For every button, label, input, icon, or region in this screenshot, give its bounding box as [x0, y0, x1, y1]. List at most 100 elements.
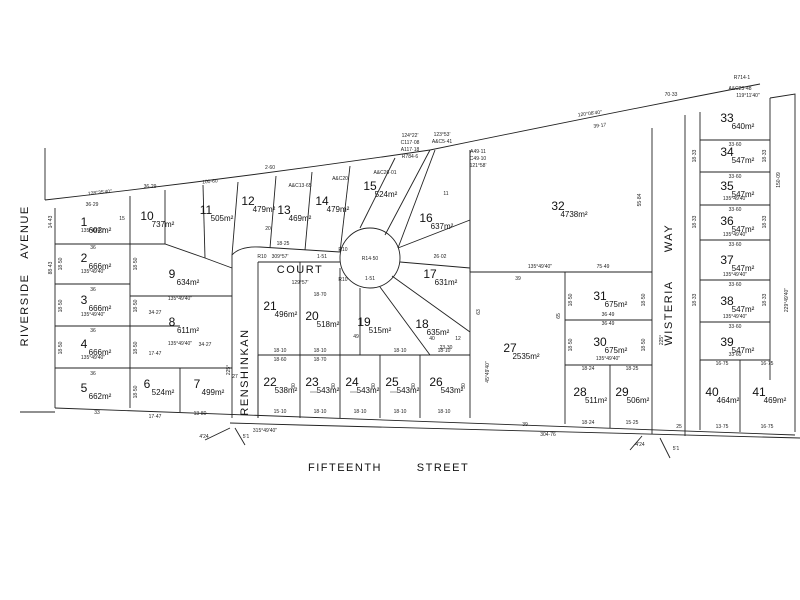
dim-text: 33·60	[729, 282, 742, 288]
dim-text: 135°49'40"	[723, 232, 747, 238]
lot-number: 20	[305, 309, 319, 323]
dim-text: 135°49'40"	[723, 196, 747, 202]
lot-number: 7	[194, 377, 201, 391]
dim-text: 18·50	[133, 385, 139, 398]
dim-text: 225°	[659, 335, 665, 345]
lot-number: 17	[423, 267, 437, 281]
lot-area: 675m²	[605, 346, 628, 355]
lot-area: 518m²	[317, 320, 340, 329]
lot-area: 479m²	[327, 205, 350, 214]
lot-area: 469m²	[764, 396, 787, 405]
dim-text: 65	[556, 313, 562, 319]
dim-text: 315°49'40"	[253, 428, 277, 434]
dim-text: 18·25	[277, 241, 290, 247]
lot-area: 635m²	[427, 328, 450, 337]
dim-text: A&C5·41	[432, 139, 453, 145]
dim-text: 18·33	[692, 215, 698, 228]
dim-text: 15·25	[626, 420, 639, 426]
dim-text: 18·50	[58, 341, 64, 354]
dim-text: 1·51	[365, 276, 375, 282]
dim-text: 18·50	[641, 338, 647, 351]
road-street-label: STREET	[417, 462, 469, 474]
lot-area: 637m²	[431, 222, 454, 231]
lot-number: 36	[720, 214, 734, 228]
dim-text: 18·10	[394, 409, 407, 415]
lot-area: 634m²	[177, 278, 200, 287]
dim-text: 135°49'40"	[81, 269, 105, 275]
dim-text: 18·50	[133, 257, 139, 270]
lot-area: 543m²	[357, 386, 380, 395]
lot-area: 469m²	[289, 214, 312, 223]
dim-text: 30	[291, 383, 297, 389]
dim-text: A&C20	[332, 176, 348, 182]
lot-number: 41	[752, 385, 766, 399]
dim-text: 30	[331, 383, 337, 389]
dim-text: 33·60	[729, 242, 742, 248]
dim-text: 119°11'40"	[736, 93, 760, 99]
dim-text: 63	[476, 309, 482, 315]
dim-text: 18·33	[692, 293, 698, 306]
lot-number: 6	[144, 377, 151, 391]
dim-text: 16·75	[716, 361, 729, 367]
dim-text: R10	[338, 247, 347, 253]
dim-text: 88·43	[48, 261, 54, 274]
dim-text: 34·27	[149, 310, 162, 316]
dim-text: 18·33	[692, 149, 698, 162]
dim-text: 135°49'40"	[81, 312, 105, 318]
lot-area: 640m²	[732, 122, 755, 131]
dim-text: 16·75	[761, 424, 774, 430]
lot-number: 35	[720, 179, 734, 193]
dim-text: A&C13·65	[288, 183, 311, 189]
lot-area: 543m²	[317, 386, 340, 395]
lot-area: 499m²	[202, 388, 225, 397]
road-court-label: COURT	[277, 264, 323, 276]
dim-text: 304·76	[540, 432, 556, 438]
dim-text: A&C23·48	[728, 86, 751, 92]
lot-labels: 1602m²2666m²3666m²4666m²5662m²6524m²7499…	[81, 111, 787, 405]
dim-text: 75·49	[597, 264, 610, 270]
road-avenue-label: AVENUE	[19, 205, 31, 258]
dim-text: 39·17	[593, 122, 607, 130]
lot-number: 24	[345, 375, 359, 389]
dim-text: 33·60	[729, 174, 742, 180]
dim-text: 135°49'40"	[596, 356, 620, 362]
lot-area: 511m²	[585, 396, 607, 405]
dim-text: 5'1	[243, 434, 250, 440]
lot-number: 10	[140, 209, 154, 223]
lot-number: 21	[263, 299, 277, 313]
dim-text: 15·10	[274, 409, 287, 415]
dim-text: 18·33	[762, 215, 768, 228]
dim-text: 20	[265, 226, 271, 232]
dim-text: 40	[429, 336, 435, 342]
dim-text: R714·1	[734, 75, 751, 81]
lot-number: 26	[429, 375, 443, 389]
lot-number: 34	[720, 145, 734, 159]
lot-number: 23	[305, 375, 319, 389]
dim-text: C117·08	[401, 140, 420, 146]
lot-area: 505m²	[211, 214, 234, 223]
road-riverside-label: RIVERSIDE	[19, 274, 31, 347]
dim-text: 18·25	[626, 366, 639, 372]
dim-text: 135°49'40"	[168, 296, 192, 302]
dim-text: 18·50	[568, 338, 574, 351]
lot-number: 9	[169, 267, 176, 281]
dim-text: 100·60	[202, 178, 218, 185]
dim-text: 18·70	[314, 292, 327, 298]
lot-area: 631m²	[435, 278, 458, 287]
road-fifteenth-label: FIFTEENTH	[308, 462, 382, 474]
lot-area: 496m²	[275, 310, 298, 319]
dim-text: 11	[443, 191, 448, 197]
dim-text: 36·29	[86, 202, 99, 208]
dim-text: 18·70	[314, 357, 327, 363]
dim-text: 18·10	[394, 348, 407, 354]
lot-area: 547m²	[732, 346, 755, 355]
dim-text: 124°22'	[402, 133, 419, 139]
dim-text: 18·60	[274, 357, 287, 363]
dim-text: 123°53'	[434, 132, 451, 138]
lot-area: 2535m²	[512, 352, 539, 361]
lot-area: 4738m²	[560, 210, 587, 219]
dim-text: 4'24	[199, 434, 209, 440]
dim-text: 128°35'40"	[88, 189, 113, 198]
dim-text: R784·6	[402, 154, 419, 160]
